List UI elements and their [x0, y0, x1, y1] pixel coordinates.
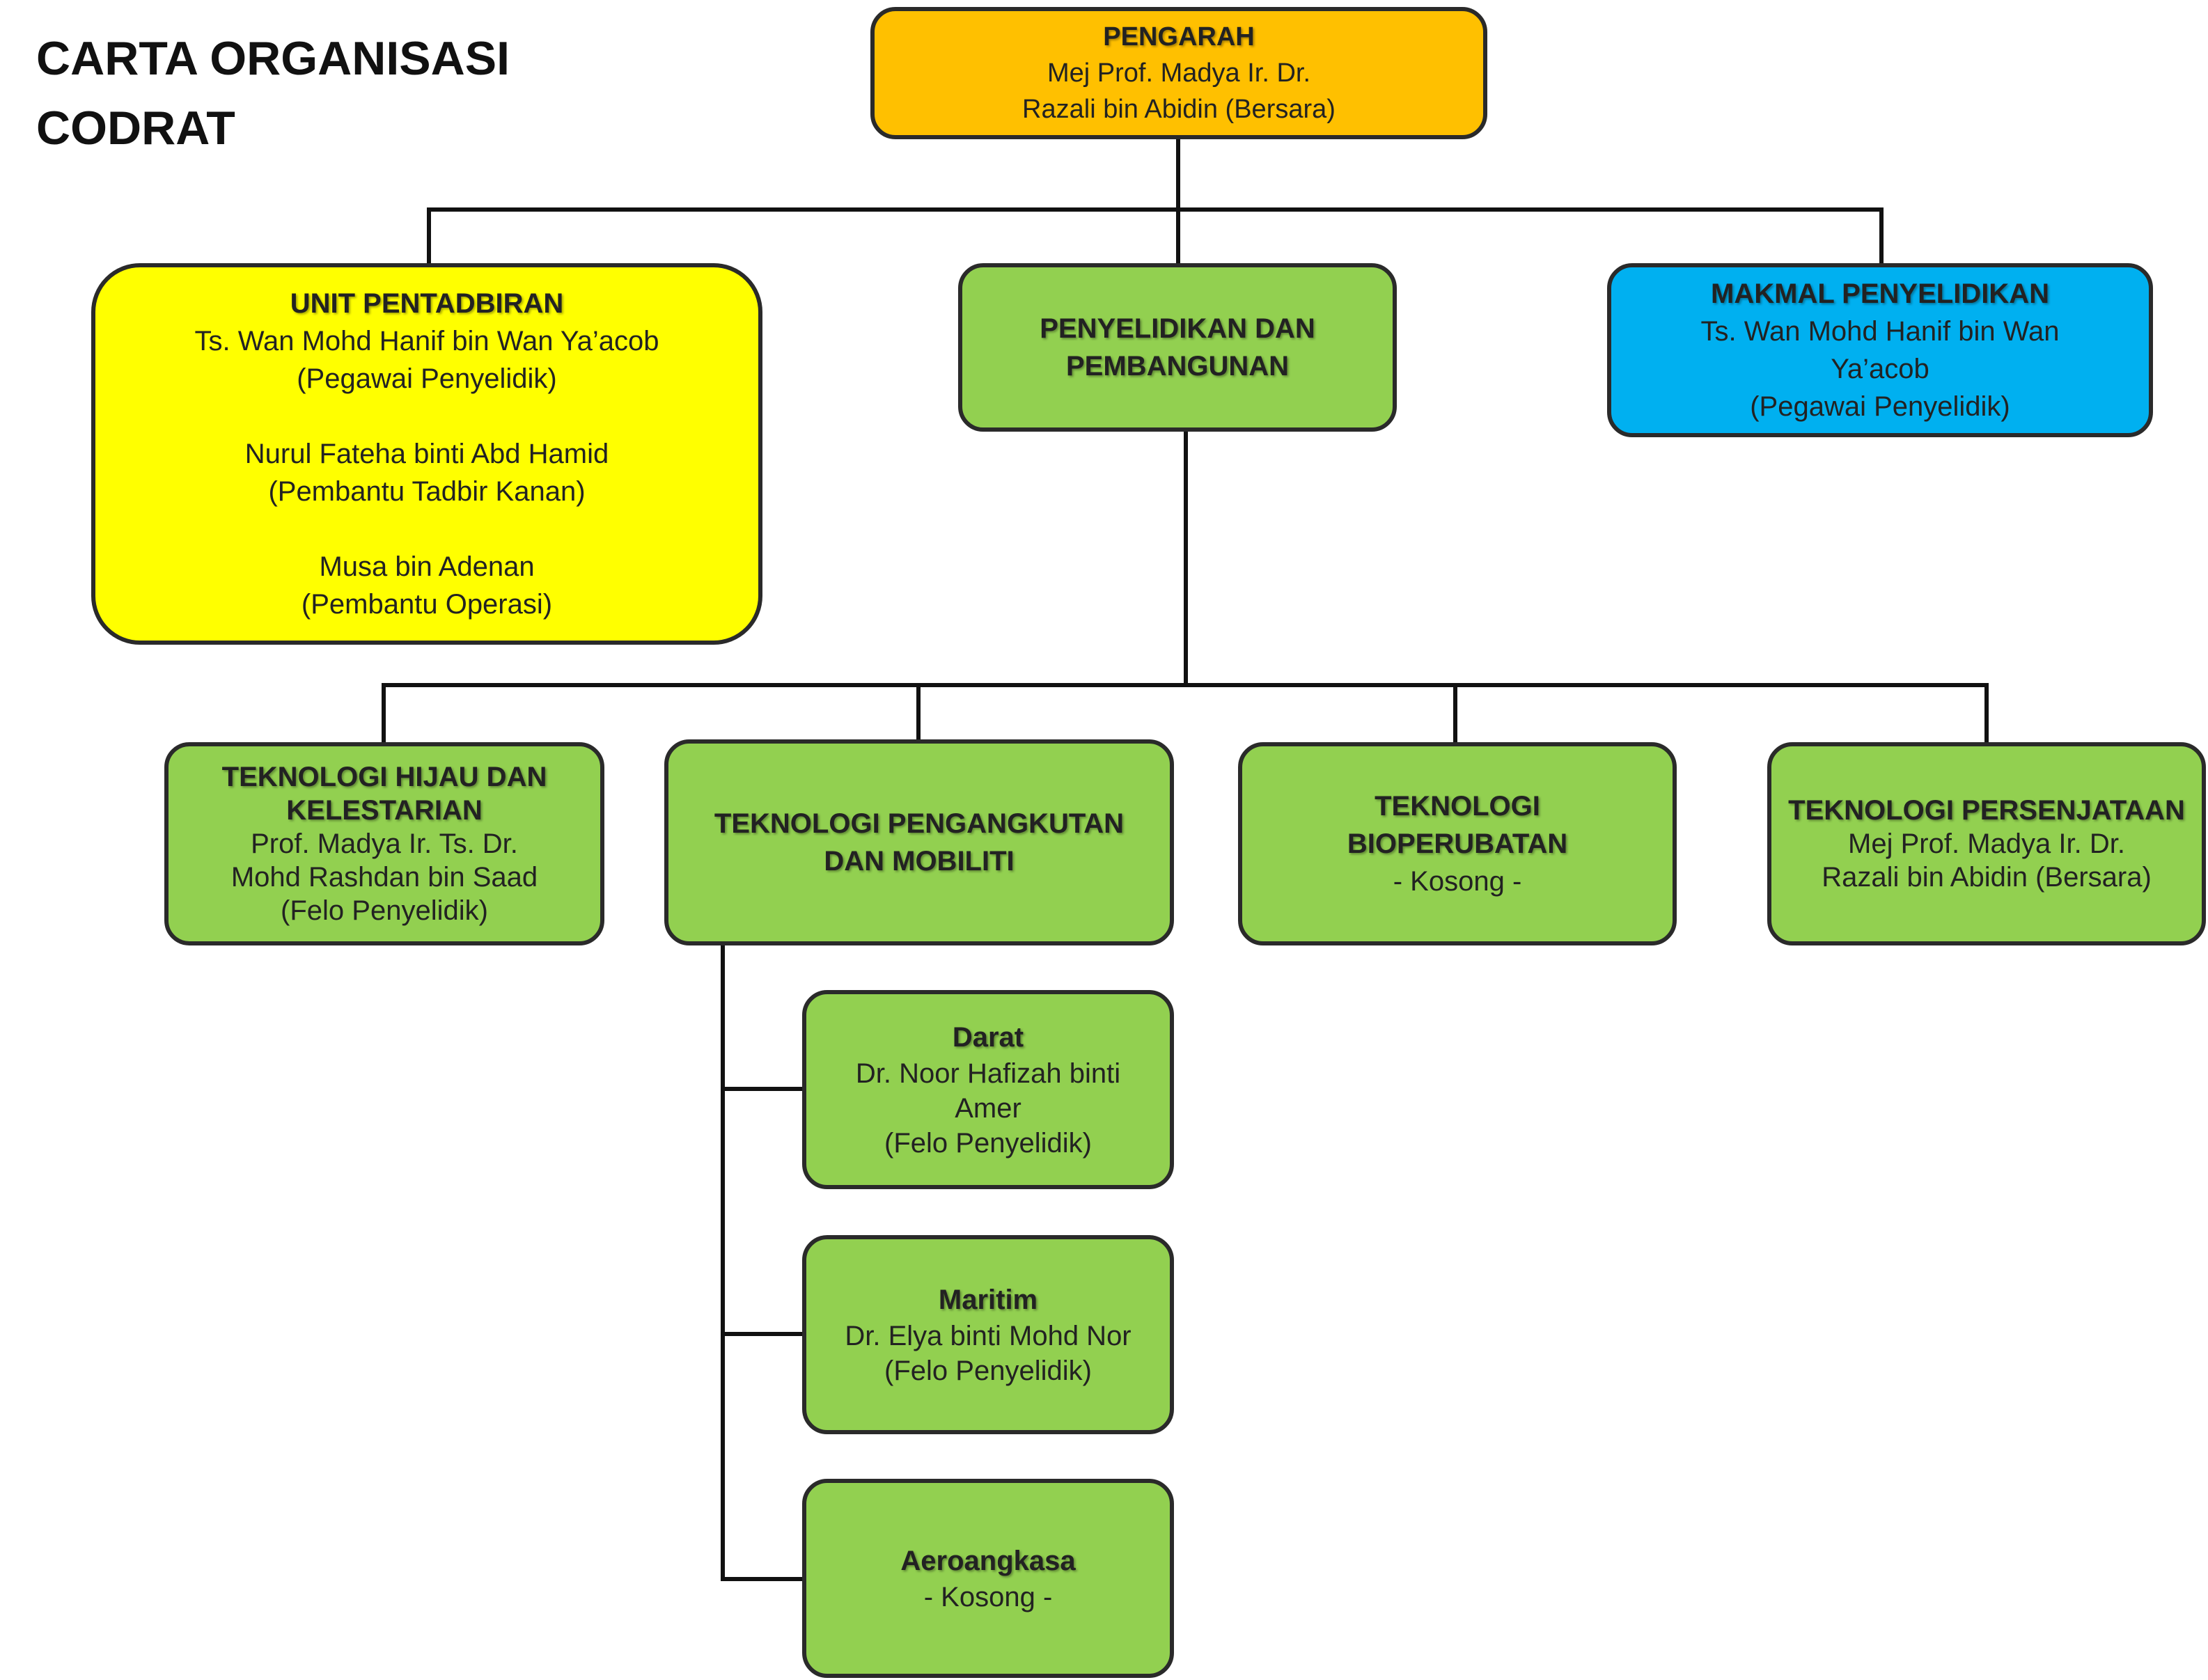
land-line-1: Dr. Noor Hafizah binti: [855, 1058, 1121, 1089]
admin-member-1-role: (Pegawai Penyelidik): [297, 363, 557, 394]
green-tech-heading-line-1: TEKNOLOGI HIJAU DAN: [221, 762, 547, 792]
aerospace-line-1: - Kosong -: [923, 1582, 1053, 1612]
admin-member-1-name: Ts. Wan Mohd Hanif bin Wan Ya’acob: [194, 326, 659, 356]
research-lab-line-1: Ts. Wan Mohd Hanif bin Wan: [1700, 316, 2060, 347]
maritime-box: Maritim Dr. Elya binti Mohd Nor (Felo Pe…: [802, 1235, 1174, 1434]
aerospace-box: Aeroangkasa - Kosong -: [802, 1479, 1174, 1678]
rnd-heading-line-2: PEMBANGUNAN: [1066, 351, 1289, 382]
weapons-tech-line-2: Razali bin Abidin (Bersara): [1822, 862, 2152, 893]
aerospace-heading: Aeroangkasa: [900, 1546, 1076, 1576]
admin-unit-heading: UNIT PENTADBIRAN: [290, 288, 564, 319]
biomed-tech-line-1: - Kosong -: [1393, 866, 1522, 897]
maritime-heading: Maritim: [938, 1285, 1038, 1315]
director-heading: PENGARAH: [1103, 22, 1255, 52]
transport-tech-heading-line-1: TEKNOLOGI PENGANGKUTAN: [714, 808, 1125, 839]
admin-member-2-role: (Pembantu Tadbir Kanan): [268, 476, 586, 507]
green-tech-box: TEKNOLOGI HIJAU DAN KELESTARIAN Prof. Ma…: [164, 742, 604, 945]
green-tech-line-3: (Felo Penyelidik): [281, 895, 488, 926]
admin-unit-box: UNIT PENTADBIRAN Ts. Wan Mohd Hanif bin …: [91, 263, 762, 645]
biomed-tech-heading-line-1: TEKNOLOGI: [1375, 791, 1540, 822]
chart-title-line-1: CARTA ORGANISASI: [36, 32, 510, 85]
biomed-tech-box: TEKNOLOGI BIOPERUBATAN - Kosong -: [1238, 742, 1677, 945]
director-line-1: Mej Prof. Madya Ir. Dr.: [1047, 58, 1310, 88]
rnd-box: PENYELIDIKAN DAN PEMBANGUNAN: [958, 263, 1397, 432]
maritime-line-1: Dr. Elya binti Mohd Nor: [845, 1321, 1132, 1351]
admin-member-3-name: Musa bin Adenan: [319, 551, 535, 582]
admin-member-3-role: (Pembantu Operasi): [301, 589, 553, 620]
land-line-3: (Felo Penyelidik): [884, 1128, 1092, 1159]
research-lab-heading: MAKMAL PENYELIDIKAN: [1711, 278, 2049, 309]
research-lab-line-2: Ya’acob: [1831, 354, 1929, 384]
rnd-heading-line-1: PENYELIDIKAN DAN: [1040, 313, 1315, 344]
weapons-tech-line-1: Mej Prof. Madya Ir. Dr.: [1848, 829, 2125, 859]
transport-tech-heading-line-2: DAN MOBILITI: [824, 846, 1015, 877]
chart-title: CARTA ORGANISASI CODRAT: [36, 24, 510, 163]
weapons-tech-box: TEKNOLOGI PERSENJATAAN Mej Prof. Madya I…: [1767, 742, 2206, 945]
land-heading: Darat: [952, 1022, 1024, 1053]
biomed-tech-heading-line-2: BIOPERUBATAN: [1347, 829, 1568, 859]
maritime-line-2: (Felo Penyelidik): [884, 1356, 1092, 1386]
admin-member-2-name: Nurul Fateha binti Abd Hamid: [244, 439, 609, 469]
green-tech-line-2: Mohd Rashdan bin Saad: [230, 862, 538, 893]
director-box: PENGARAH Mej Prof. Madya Ir. Dr. Razali …: [870, 7, 1487, 139]
research-lab-line-3: (Pegawai Penyelidik): [1750, 391, 2010, 422]
chart-title-line-2: CODRAT: [36, 102, 235, 155]
weapons-tech-heading: TEKNOLOGI PERSENJATAAN: [1788, 795, 2185, 826]
green-tech-line-1: Prof. Madya Ir. Ts. Dr.: [251, 829, 518, 859]
transport-tech-box: TEKNOLOGI PENGANGKUTAN DAN MOBILITI: [664, 739, 1174, 945]
land-box: Darat Dr. Noor Hafizah binti Amer (Felo …: [802, 990, 1174, 1189]
land-line-2: Amer: [955, 1093, 1021, 1124]
research-lab-box: MAKMAL PENYELIDIKAN Ts. Wan Mohd Hanif b…: [1607, 263, 2153, 437]
director-line-2: Razali bin Abidin (Bersara): [1022, 95, 1336, 124]
green-tech-heading-line-2: KELESTARIAN: [286, 795, 483, 826]
